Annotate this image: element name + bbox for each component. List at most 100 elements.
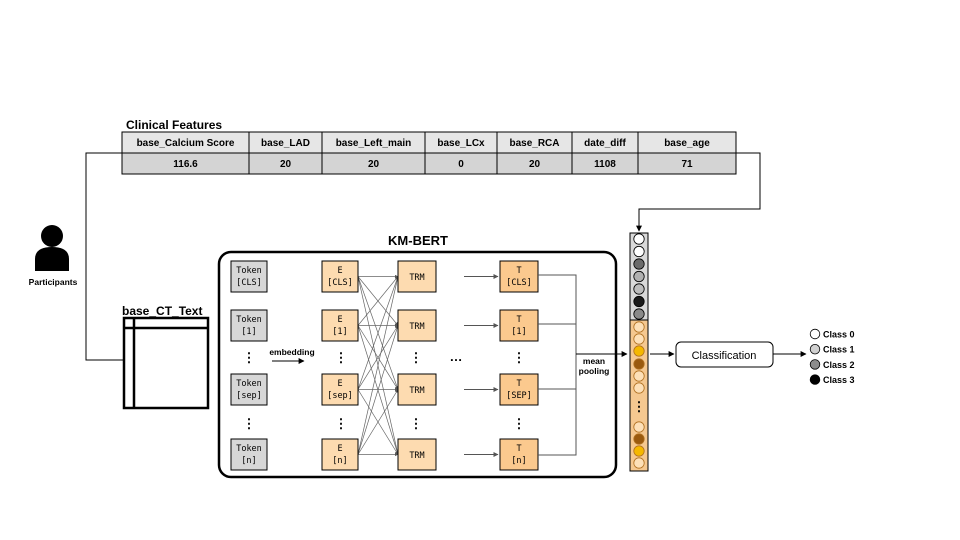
attention-cross-connections [357, 274, 400, 457]
output-box [499, 309, 539, 342]
table-to-text-line [85, 152, 124, 361]
text-vector-cell [633, 433, 645, 445]
token-index: [1] [241, 327, 256, 337]
output-vdots-2: ⋮ [513, 416, 526, 431]
class-marker-0 [809, 328, 821, 340]
output-box [499, 438, 539, 471]
clinical-vector-cell [633, 295, 645, 308]
table-value-4: 20 [529, 159, 541, 170]
table-value-1: 20 [280, 159, 292, 170]
table-header-3: base_LCx [437, 138, 485, 149]
output-label: T [516, 444, 521, 454]
embedding-index: [n] [332, 456, 347, 466]
embedding-label: E [337, 379, 342, 389]
embed-vdots: ⋮ [335, 350, 348, 365]
output-label: T [516, 379, 521, 389]
token-vdots-2: ⋮ [243, 416, 256, 431]
class-label-1: Class 1 [823, 345, 855, 355]
embedding-box [321, 373, 359, 406]
text-vector-cell [633, 445, 645, 457]
clinical-features-table: base_Calcium Score116.6base_LAD20base_Le… [121, 131, 737, 175]
table-header-0: base_Calcium Score [137, 138, 235, 149]
output-label: T [516, 315, 521, 325]
class-marker-1 [809, 344, 821, 355]
embedding-index: [CLS] [327, 278, 353, 288]
text-vector-cell [633, 333, 645, 345]
mean-pooling-label-2: pooling [579, 366, 610, 376]
text-vector-cell [633, 457, 645, 469]
embedding-label: E [337, 315, 342, 325]
output-box [499, 373, 539, 406]
embedding-box [321, 260, 359, 293]
trm-vdots: ⋮ [410, 350, 423, 365]
text-vector-cell [633, 321, 645, 333]
token-box [230, 373, 268, 406]
embedding-label: E [337, 266, 342, 276]
text-vector-cell [633, 421, 645, 433]
class-label-3: Class 3 [823, 375, 855, 385]
token-vdots: ⋮ [243, 350, 256, 365]
trm-label: TRM [409, 451, 424, 461]
text-vector-cell [633, 382, 645, 394]
trm-label: TRM [409, 322, 424, 332]
table-header-6: base_age [664, 138, 710, 149]
token-index: [n] [241, 456, 256, 466]
clinical-vector-cell [633, 258, 645, 270]
token-index: [sep] [236, 391, 262, 401]
participants-label: Participants [29, 277, 78, 287]
output-index: [1] [511, 327, 526, 337]
class-label-2: Class 2 [823, 360, 855, 370]
token-label: Token [236, 444, 262, 454]
text-vector-cell [633, 358, 645, 370]
clinical-vector-cell [633, 233, 645, 245]
attention-edge [357, 276, 400, 455]
embedding-index: [1] [332, 327, 347, 337]
table-header-1: base_LAD [261, 138, 310, 149]
trm-box [397, 309, 437, 342]
layer-hdots: … [450, 349, 463, 364]
output-vdots: ⋮ [513, 350, 526, 365]
trm-box [397, 260, 437, 293]
trm-box [397, 373, 437, 406]
attention-edge [357, 325, 399, 390]
output-index: [SEP] [506, 391, 532, 401]
table-value-5: 1108 [594, 159, 616, 170]
table-value-6: 71 [681, 159, 693, 170]
clinical-vector-cell [633, 270, 645, 283]
table-value-0: 116.6 [173, 159, 198, 170]
embedding-label: embedding [269, 347, 314, 357]
classification-label: Classification [692, 350, 757, 362]
token-label: Token [236, 315, 262, 325]
output-label: T [516, 266, 521, 276]
table-to-vector-arrow [636, 152, 761, 232]
attention-edge [357, 276, 399, 326]
token-label: Token [236, 379, 262, 389]
output-index: [CLS] [506, 278, 532, 288]
token-box [230, 438, 268, 471]
km-bert-title: KM-BERT [388, 233, 448, 248]
ct-text-label: base_CT_Text [122, 304, 202, 318]
embedding-box [321, 438, 359, 471]
trm-vdots-2: ⋮ [410, 416, 423, 431]
trm-label: TRM [409, 386, 424, 396]
embedding-index: [sep] [327, 391, 353, 401]
mean-pooling-label-1: mean [583, 356, 605, 366]
class-marker-3 [809, 374, 821, 385]
embedding-label: E [337, 444, 342, 454]
output-index: [n] [511, 456, 526, 466]
embedding-box [321, 309, 359, 342]
table-header-4: base_RCA [509, 138, 559, 149]
km-bert-nodes: Token [CLS] E [CLS] TRM T [CLS] Token [1] E [1] TRM… [230, 260, 539, 471]
token-index: [CLS] [236, 278, 262, 288]
trm-box [397, 438, 437, 471]
clinical-vector-cell [633, 245, 645, 258]
table-value-cell [637, 152, 737, 175]
ct-text-document [122, 316, 210, 410]
class-marker-2 [809, 359, 821, 370]
attention-edge [357, 276, 399, 390]
km-bert-box [217, 250, 618, 479]
table-value-3: 0 [458, 159, 464, 170]
table-value-2: 20 [368, 159, 380, 170]
